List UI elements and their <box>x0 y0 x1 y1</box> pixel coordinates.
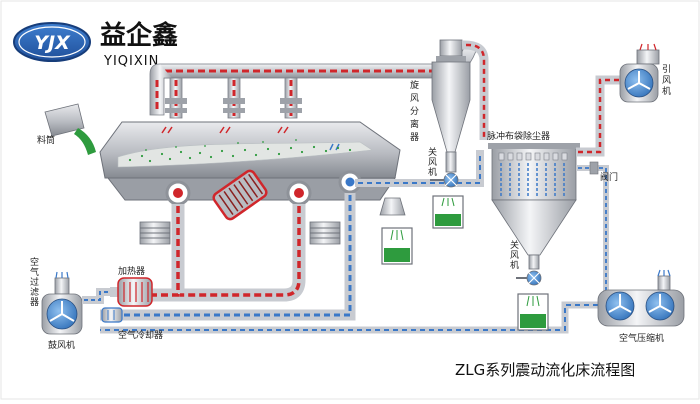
compressor-label: 空气压缩机 <box>619 332 664 344</box>
dryer-product-bin <box>381 227 413 265</box>
air-compressor: 空气压缩机 <box>597 269 685 344</box>
logo-letters: YJX <box>34 32 71 54</box>
filter-fan-label: 关 风 机 <box>510 239 522 271</box>
brand-name-en: YIQIXIN <box>103 54 159 69</box>
heater-label: 加热器 <box>118 265 145 277</box>
heater: 加热器 <box>110 265 153 307</box>
vibration-motor <box>212 169 268 221</box>
diagram-caption: ZLG系列震动流化床流程图 <box>455 361 635 379</box>
air-cooler-label: 空气冷却器 <box>118 329 163 341</box>
logo-oval-ring <box>18 26 86 58</box>
valve-label: 阀门 <box>600 171 618 183</box>
hot-air-pipes <box>140 204 306 302</box>
cyclone-fan-label: 关 风 机 <box>428 146 440 178</box>
logo-oval <box>13 22 91 62</box>
air-filter-label: 空 气 过 滤 器 <box>30 256 42 308</box>
brand-name-cn: 益企鑫 <box>100 20 178 51</box>
bag-filter: 脉冲布袋除尘器 关 风 机 <box>487 130 580 331</box>
fluid-bed-dryer <box>99 121 406 245</box>
feed-hopper: 料筒 <box>37 103 96 155</box>
compressor-line <box>100 301 600 334</box>
induced-fan: 引 风 机 <box>619 43 674 103</box>
air-cooler: 空气冷却器 <box>101 307 163 341</box>
cold-air-pipes <box>100 150 484 321</box>
exhaust-branches <box>165 77 302 119</box>
valve-icon <box>589 161 599 175</box>
top-exhaust-duct <box>149 44 479 116</box>
bag-filter-label: 脉冲布袋除尘器 <box>487 130 550 142</box>
exhaust-to-fan: 阀门 <box>576 75 620 300</box>
company-logo: YJX 益企鑫 YIQIXIN <box>13 20 178 69</box>
blower-label: 鼓风机 <box>48 339 75 351</box>
cyclone-label: 旋 风 分 离 器 <box>410 79 422 143</box>
blower-unit: 空 气 过 滤 器 鼓风机 <box>30 256 112 351</box>
feed-hopper-label: 料筒 <box>37 134 55 146</box>
induced-fan-label: 引 风 机 <box>662 64 674 97</box>
cyclone-separator: 旋 风 分 离 器 关 风 机 <box>410 39 489 229</box>
